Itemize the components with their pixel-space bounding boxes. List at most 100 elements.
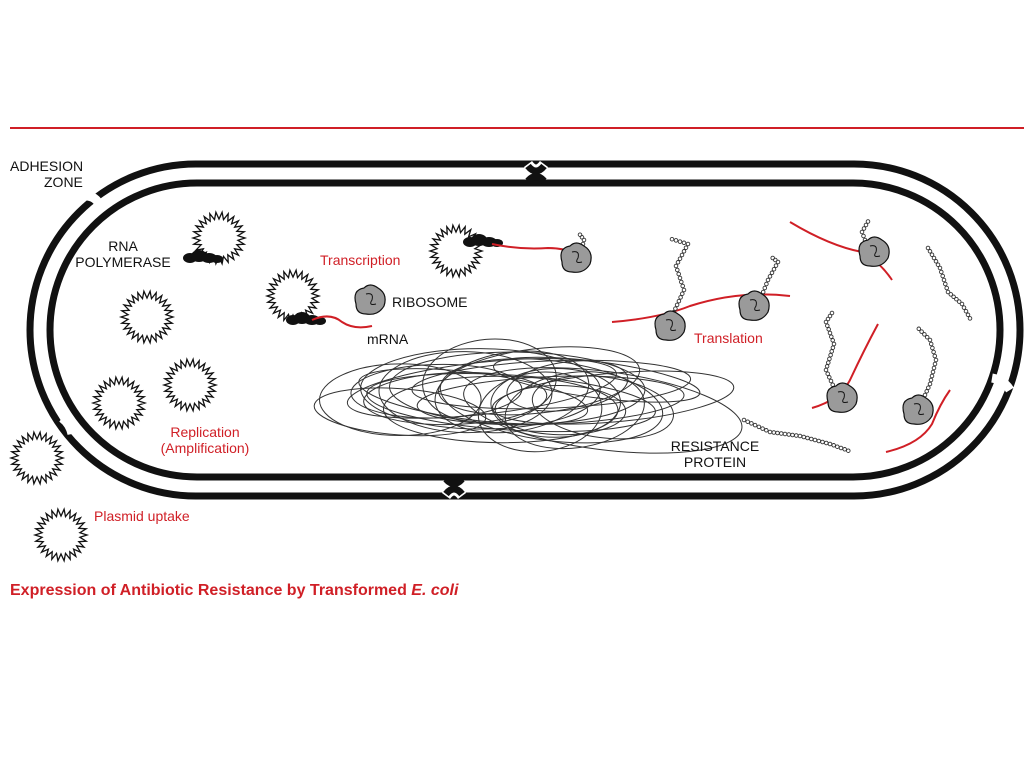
amino-acid [928, 377, 934, 383]
amino-acid [675, 267, 680, 273]
polypeptide [741, 417, 851, 453]
mrna-strand [811, 323, 879, 409]
adhesion-zone-label: ADHESION ZONE [10, 158, 83, 190]
amino-acid [771, 430, 777, 435]
amino-acid [932, 353, 938, 359]
amino-acid [830, 345, 836, 350]
adhesion-zone-left-top [85, 191, 105, 208]
ribosome-body [826, 382, 858, 413]
amino-acid [919, 329, 924, 334]
amino-acid [961, 305, 967, 310]
adhesion-zone-right [991, 373, 1014, 393]
amino-acid [683, 245, 689, 250]
amino-acid [762, 285, 768, 291]
amino-acid [794, 433, 799, 438]
amino-acid [931, 255, 937, 261]
rna-polymerase [286, 312, 326, 325]
amino-acid [826, 360, 831, 365]
adhesion-zone-bottom-join [443, 476, 465, 497]
amino-acid [679, 252, 685, 258]
amino-acid [928, 341, 934, 347]
amino-acid [940, 273, 945, 279]
amino-acid [823, 319, 829, 325]
ribosome [354, 284, 386, 315]
caption-species: E. coli [411, 582, 459, 599]
ribosome-label: RIBOSOME [392, 294, 468, 310]
amino-acid [741, 417, 747, 423]
amino-acid [924, 334, 930, 340]
amino-acid [846, 448, 851, 453]
amino-acid [838, 445, 844, 451]
plasmid [90, 375, 148, 431]
ribosome-body [738, 290, 770, 321]
dna-loop [346, 358, 617, 419]
transcription-label: Transcription [320, 252, 401, 268]
amino-acid [765, 277, 771, 283]
polypeptide [669, 236, 691, 319]
amino-acid [835, 444, 840, 449]
polypeptide [823, 310, 839, 395]
ribosome-groove [665, 319, 677, 331]
amino-acid [842, 447, 847, 452]
polymerase-lobe [211, 255, 223, 263]
plasmid [264, 268, 322, 324]
amino-acid [678, 295, 683, 300]
amino-acid [752, 422, 758, 428]
amino-acid [865, 219, 871, 224]
amino-acid [829, 334, 834, 339]
amino-acid [764, 281, 769, 287]
plasmid-uptake-label: Plasmid uptake [94, 508, 190, 524]
mrna-strand [885, 389, 951, 453]
amino-acid [675, 260, 681, 265]
amino-acid [929, 373, 935, 379]
amino-acid [827, 441, 833, 447]
amino-acid [782, 431, 788, 437]
amino-acid [930, 345, 935, 351]
amino-acid [825, 323, 830, 328]
amino-acid [965, 312, 971, 318]
amino-acid [930, 369, 936, 375]
amino-acid [773, 263, 779, 268]
amino-acid [674, 302, 680, 308]
plasmid [8, 430, 66, 486]
amino-acid [679, 279, 684, 285]
amino-acid [929, 252, 935, 257]
amino-acid [925, 245, 931, 251]
resistance-protein-label: RESISTANCE PROTEIN [660, 438, 770, 470]
amino-acid [823, 367, 829, 373]
amino-acid [939, 269, 944, 275]
amino-acid [816, 438, 822, 444]
dna-loop [319, 363, 482, 437]
amino-acid [829, 349, 834, 354]
amino-acid [767, 429, 773, 435]
adhesion-zone-left-bottom [59, 414, 77, 436]
dna-loop [411, 359, 692, 410]
amino-acid [680, 283, 685, 289]
amino-acid [673, 306, 678, 311]
amino-acid [956, 299, 962, 304]
amino-acid [756, 424, 762, 430]
dna-loop [506, 360, 629, 412]
rna-polymerases [183, 234, 503, 325]
amino-acid [927, 249, 933, 254]
amino-acid [749, 421, 754, 426]
dna-loop [504, 371, 645, 450]
amino-acid [828, 352, 833, 358]
amino-acid [916, 326, 922, 332]
amino-acid [944, 285, 949, 291]
amino-acid [673, 263, 679, 269]
amino-acid [967, 316, 973, 321]
amino-acid [797, 433, 803, 439]
amino-acid [801, 434, 807, 440]
amino-acid [676, 271, 681, 277]
ribosome-groove [869, 245, 881, 257]
dna-loop [422, 338, 557, 424]
amino-acid [831, 341, 837, 347]
amino-acid [673, 238, 679, 243]
amino-acid [922, 332, 927, 337]
rna-polymerase-label: RNA POLYMERASE [64, 238, 182, 270]
dna-loop [531, 375, 674, 440]
replication-label-line2: (Amplification) [160, 440, 250, 456]
mrna-strand [311, 315, 373, 329]
